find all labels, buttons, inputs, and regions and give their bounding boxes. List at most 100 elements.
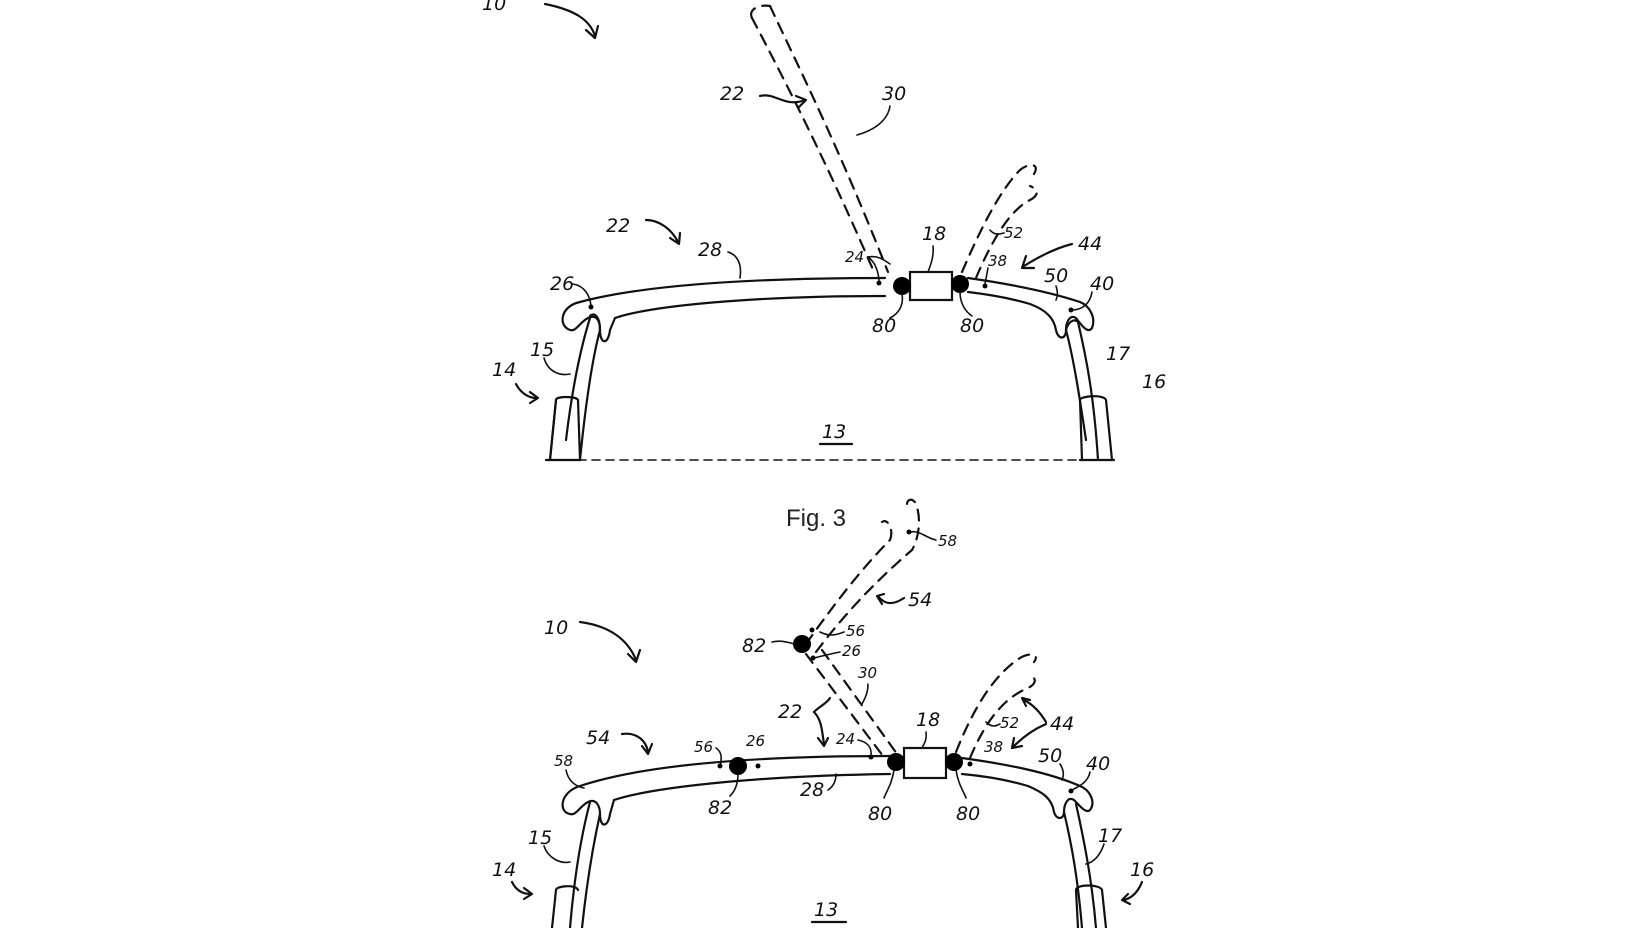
leader-54-left (620, 732, 650, 754)
right-base (1078, 395, 1114, 462)
dashed-arm-30-b (820, 648, 902, 760)
right-post-inner (1074, 802, 1098, 930)
label-82-raised: 82 (742, 635, 766, 657)
leader-54 (876, 594, 906, 605)
label-82-lower: 82 (708, 797, 732, 819)
leader-14 (510, 880, 532, 896)
point-40 (1068, 307, 1074, 313)
label-50-bottom: 50 (1038, 745, 1062, 767)
left-hook (561, 300, 617, 343)
left-post-outer (568, 800, 592, 930)
leader-16 (1122, 880, 1144, 902)
label-28-top: 28 (698, 239, 722, 261)
arrow-head (528, 390, 540, 405)
label-26-lower: 26 (746, 732, 765, 750)
right-bar (960, 756, 1094, 820)
arrow-head (1010, 736, 1024, 750)
label-15-top: 15 (530, 339, 554, 361)
dashed-raised-inner (814, 498, 921, 654)
left-post-inner (580, 812, 602, 930)
leader-28 (727, 251, 742, 279)
label-40-bottom: 40 (1086, 753, 1110, 775)
leader-24 (857, 739, 872, 757)
leader-arrow (543, 2, 597, 38)
leader-80-right (959, 291, 973, 317)
left-base (550, 885, 580, 930)
label-24-top: 24 (845, 248, 864, 266)
label-18-top: 18 (922, 223, 946, 245)
label-52-top: 52 (1004, 224, 1023, 242)
label-80-left-top: 80 (872, 315, 896, 337)
left-hook (561, 784, 616, 826)
leader-10 (578, 620, 638, 662)
label-10-top: 10 (482, 0, 506, 15)
arrow-head (875, 592, 886, 606)
hinge-80-left (887, 753, 905, 771)
bar-bottom-edge (612, 772, 892, 802)
leader-38 (984, 267, 989, 285)
left-base-line (548, 398, 558, 462)
dashed-arm-outer (768, 4, 890, 274)
leader-52 (985, 721, 1001, 727)
dashed-arm-inner (750, 16, 876, 274)
leader-50 (1059, 763, 1065, 781)
bottom-figure: 10 58 54 56 82 26 30 22 (492, 498, 1154, 930)
label-54-left: 54 (586, 727, 610, 749)
label-18-bottom: 18 (916, 709, 940, 731)
arrow-head (1120, 892, 1132, 906)
arrow-head (584, 24, 600, 40)
point-26 (810, 655, 816, 661)
dashed-arm-tip (750, 4, 772, 20)
label-54-raised: 54 (908, 589, 932, 611)
point-26-lower (755, 763, 761, 769)
label-44-top: 44 (1078, 233, 1102, 255)
arrow-head (626, 648, 642, 664)
label-30: 30 (882, 83, 906, 105)
point-24 (876, 280, 882, 286)
label-24-bottom: 24 (836, 730, 855, 748)
hinge-82-lower (729, 757, 747, 775)
leader-14 (514, 382, 538, 400)
label-16-bottom: 16 (1130, 859, 1154, 881)
label-26-raised: 26 (842, 642, 861, 660)
right-hook-inner (1064, 319, 1080, 332)
point-26 (588, 304, 594, 310)
hinge-80-left (893, 277, 911, 295)
arrow-head (794, 94, 808, 110)
leader-40 (1071, 291, 1093, 311)
label-80-right-top: 80 (960, 315, 984, 337)
leader-18 (927, 245, 934, 273)
point-24 (868, 754, 874, 760)
leader-22b (812, 710, 826, 746)
label-56-raised: 56 (846, 622, 865, 640)
label-38-top: 38 (988, 252, 1007, 270)
point-38 (967, 761, 973, 767)
label-28-bottom: 28 (800, 779, 824, 801)
leader-22-upper (758, 94, 807, 104)
label-40-top: 40 (1090, 273, 1114, 295)
label-58-left: 58 (554, 752, 573, 770)
label-17-bottom: 17 (1098, 825, 1122, 847)
label-80-right-bottom: 80 (956, 803, 980, 825)
label-22-bottom: 22 (778, 701, 802, 723)
leader-22-lower (644, 218, 680, 244)
point-40 (1068, 788, 1074, 794)
leader-22a (812, 696, 832, 714)
label-50-top: 50 (1044, 265, 1068, 287)
leader-28 (827, 773, 837, 791)
label-44-bottom: 44 (1050, 713, 1074, 735)
center-unit-18 (902, 746, 948, 780)
right-post-outer (1062, 810, 1084, 930)
leader-82-lower (729, 773, 739, 797)
label-17-top: 17 (1106, 343, 1130, 365)
leader-44 (1022, 242, 1074, 268)
dashed-arm-30-a (804, 652, 888, 762)
left-post-inner (578, 328, 602, 462)
right-base (1074, 884, 1108, 930)
right-bar (966, 276, 1095, 339)
arrow-head (668, 231, 682, 246)
bar-top-edge (578, 276, 887, 304)
dashed-right-arm-outer (960, 164, 1037, 274)
label-14-bottom: 14 (492, 859, 516, 881)
